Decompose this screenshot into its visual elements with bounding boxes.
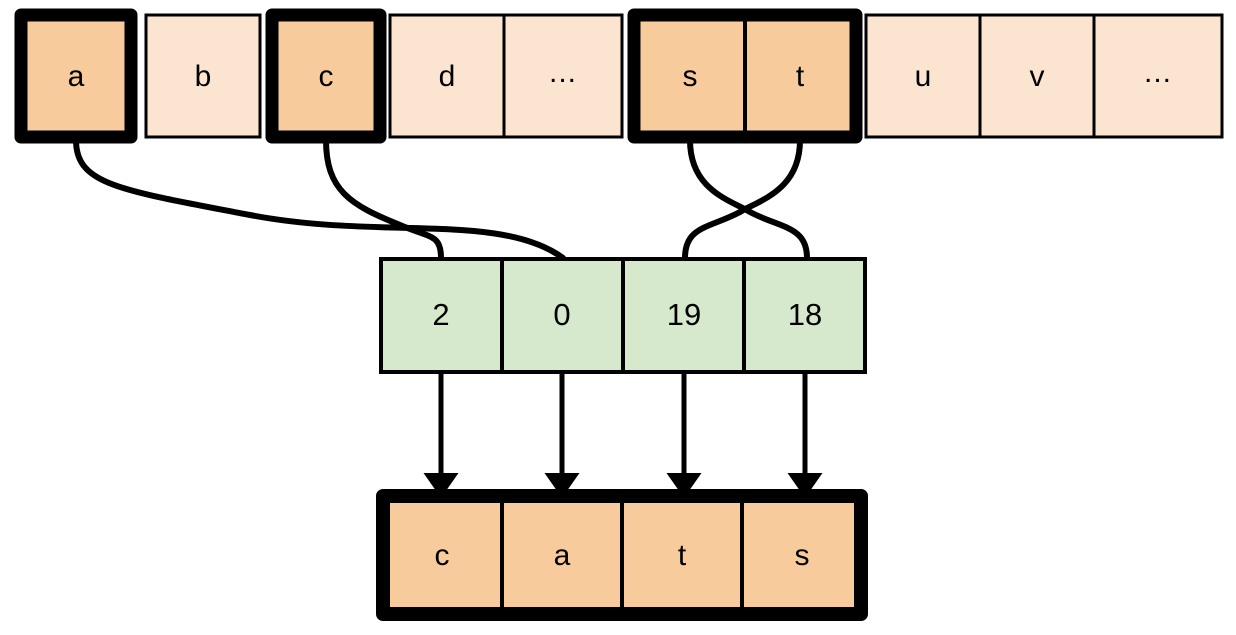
token-id-strip: 2 0 19 18 xyxy=(379,257,867,374)
index-cell-19-label: 19 xyxy=(667,297,701,332)
vocab-cell-t[interactable]: t xyxy=(796,60,805,93)
index-cell-2-label: 2 xyxy=(432,297,449,332)
index-cell-19[interactable]: 19 xyxy=(621,257,746,374)
vocab-cell-b[interactable]: b xyxy=(144,13,262,139)
vocab-cell-c[interactable]: c xyxy=(265,8,387,144)
output-cell-t[interactable]: t xyxy=(678,539,687,572)
vocab-cell-v[interactable]: v xyxy=(978,13,1096,139)
connector-a-to-0 xyxy=(73,137,566,261)
vocab-cell-pair-st xyxy=(627,8,863,144)
index-cell-18-label: 18 xyxy=(788,297,822,332)
vocab-cell-b-label: b xyxy=(195,60,212,93)
index-cell-18[interactable]: 18 xyxy=(742,257,867,374)
vocab-cell-c-label: c xyxy=(319,60,334,93)
vocab-cell-ellipsis-2[interactable]: ... xyxy=(1092,13,1224,139)
vocab-cell-a[interactable]: a xyxy=(14,8,138,144)
index-cell-2[interactable]: 2 xyxy=(379,257,504,374)
vocab-cell-d-label: d xyxy=(439,60,456,93)
vocab-cell-d[interactable]: d xyxy=(388,13,506,139)
index-cell-0-label: 0 xyxy=(553,297,570,332)
vocab-cell-u-label: u xyxy=(915,60,932,93)
vocab-cell-v-label: v xyxy=(1030,60,1045,93)
vocabulary-strip: b d ... u v ... xyxy=(14,8,1224,144)
vocab-cell-ellipsis-2-label: ... xyxy=(1144,56,1172,89)
output-cell-c-label: c xyxy=(435,539,450,572)
connector-t-to-19 xyxy=(682,137,803,261)
vocab-cell-a-label: a xyxy=(68,60,85,93)
vocab-cell-ellipsis-1[interactable]: ... xyxy=(502,13,624,139)
decoded-string-strip: c a t s xyxy=(376,489,868,621)
connector-c-to-2 xyxy=(323,137,444,261)
vocab-cell-u[interactable]: u xyxy=(864,13,982,139)
index-cell-0[interactable]: 0 xyxy=(500,257,625,374)
vocab-cell-s-label: s xyxy=(683,60,698,93)
output-cell-a-label: a xyxy=(554,539,571,572)
vocab-cell-ellipsis-1-label: ... xyxy=(549,56,577,89)
output-cell-a[interactable]: a xyxy=(554,539,571,572)
output-cell-c[interactable]: c xyxy=(435,539,450,572)
vocab-cell-s[interactable]: s xyxy=(683,60,698,93)
output-cell-s[interactable]: s xyxy=(795,539,810,572)
output-cell-s-label: s xyxy=(795,539,810,572)
connector-s-to-18 xyxy=(687,137,810,261)
output-cell-t-label: t xyxy=(678,539,687,572)
index-to-output-arrows xyxy=(423,372,823,498)
vocab-to-index-connectors xyxy=(73,137,810,261)
vocab-cell-t-label: t xyxy=(796,60,805,93)
